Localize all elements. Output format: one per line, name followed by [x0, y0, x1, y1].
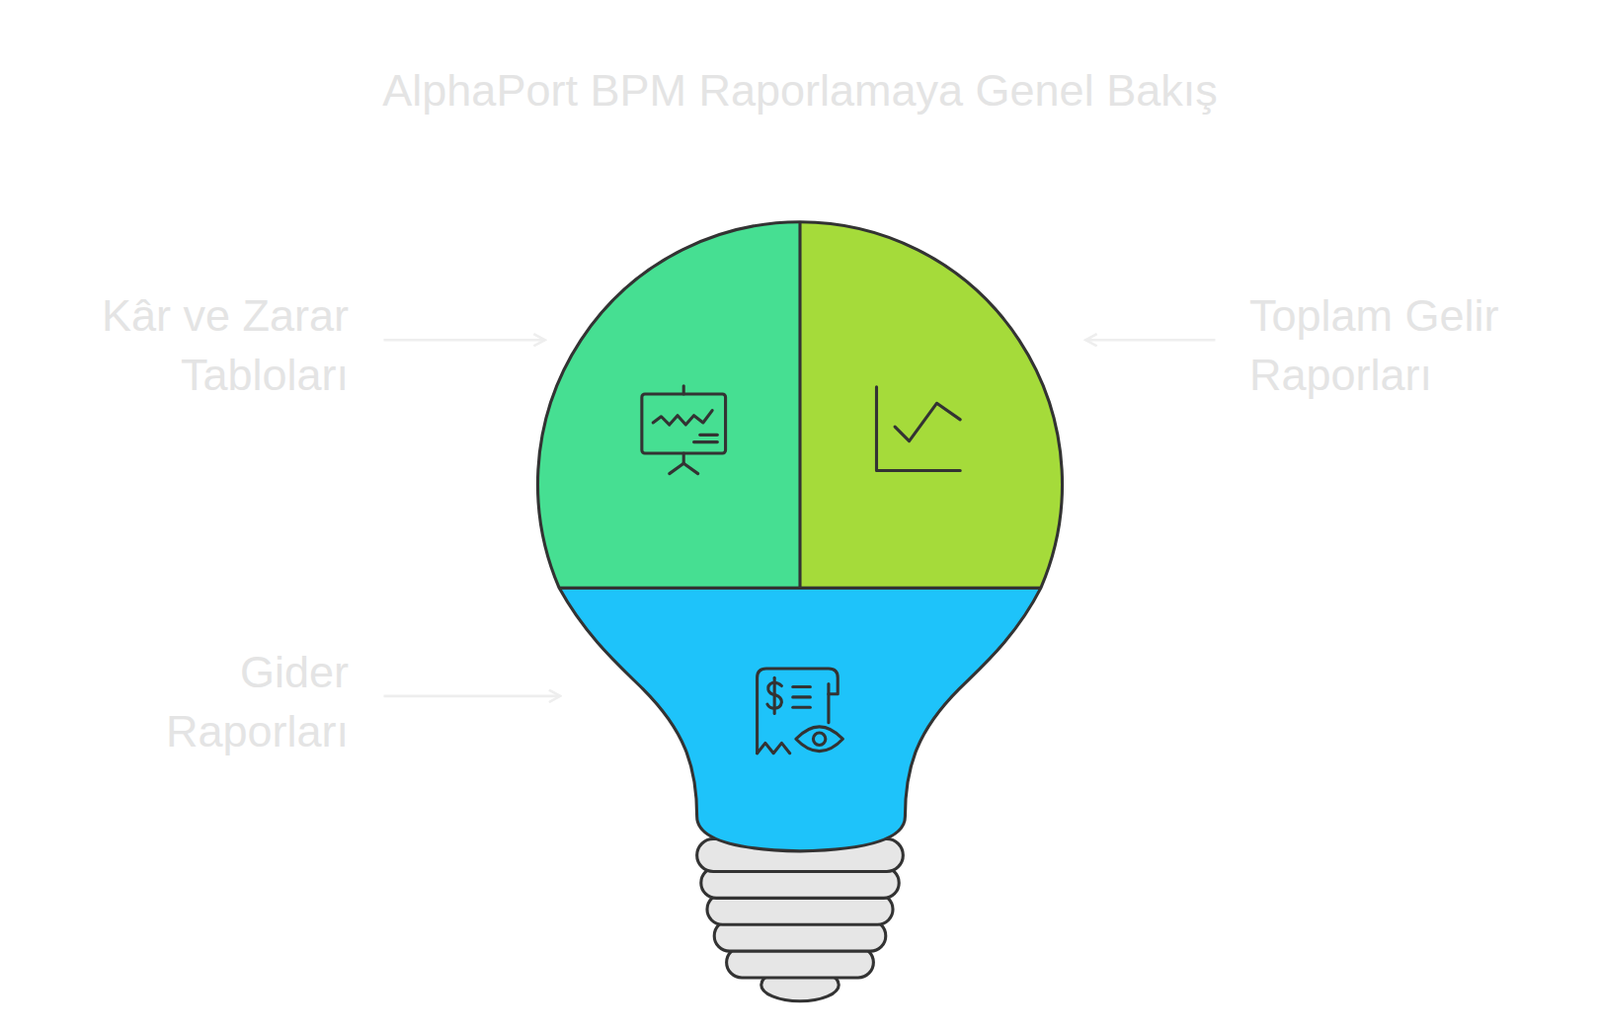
section-label: Toplam Gelir Raporları: [1249, 286, 1566, 405]
divider: [559, 586, 1041, 590]
chart-icon: [876, 387, 960, 472]
bulb-fills: [510, 204, 1091, 864]
presentation-icon: [641, 386, 726, 475]
leader-arrows: [383, 339, 1215, 697]
bulb-base: [697, 838, 904, 1001]
bulb-outline: [537, 222, 1062, 852]
section-label: Kâr ve Zarar Tabloları: [32, 286, 349, 405]
divider: [798, 221, 801, 588]
diagram-title: AlphaPort BPM Raporlamaya Genel Bakış: [0, 61, 1600, 121]
section-label: Gider Raporları: [52, 642, 349, 762]
receipt-icon: [757, 668, 844, 754]
